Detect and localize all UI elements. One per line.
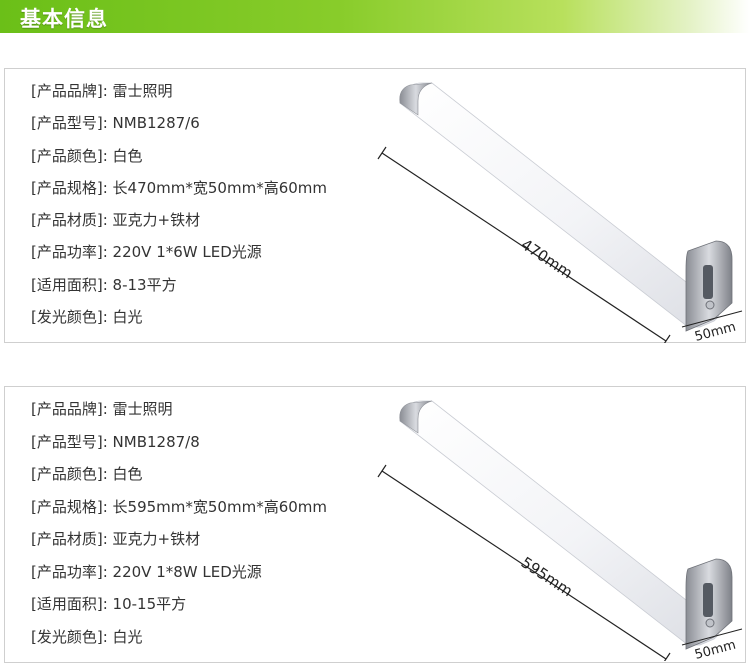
spec-value: 亚克力+铁材: [107, 530, 201, 548]
spec-row-light-color: [发光颜色]: 白光: [31, 625, 327, 658]
lamp-illustration: 595mm 50mm: [377, 400, 743, 661]
length-dimension-line: [381, 470, 667, 660]
spec-value: 220V 1*8W LED光源: [107, 562, 262, 581]
spec-value: 8-13平方: [107, 275, 177, 294]
bracket-slot: [703, 265, 713, 299]
length-dimension-label: 470mm: [518, 235, 576, 282]
product-card-1: [产品品牌]: 雷士照明 [产品型号]: NMB1287/6 [产品颜色]: 白…: [4, 68, 746, 343]
spec-value: 亚克力+铁材: [107, 211, 201, 230]
spec-list: [产品品牌]: 雷士照明 [产品型号]: NMB1287/8 [产品颜色]: 白…: [31, 397, 327, 657]
spec-row-brand: [产品品牌]: 雷士照明: [31, 79, 327, 111]
spec-list: [产品品牌]: 雷士照明 [产品型号]: NMB1287/6 [产品颜色]: 白…: [31, 79, 327, 337]
length-dimension-line: [381, 152, 667, 342]
bracket-slot: [703, 583, 713, 617]
spec-key: [产品颜色]:: [31, 465, 108, 483]
spec-value: 白色: [107, 465, 143, 483]
spec-row-color: [产品颜色]: 白色: [31, 462, 327, 495]
spec-row-area: [适用面积]: 8-13平方: [31, 273, 327, 305]
spec-value: 长595mm*宽50mm*高60mm: [107, 497, 328, 516]
section-header-bar: 基本信息: [0, 0, 750, 33]
spec-key: [发光颜色]:: [31, 308, 108, 327]
spec-key: [产品功率]:: [31, 243, 108, 262]
spec-key: [适用面积]:: [31, 595, 108, 613]
spec-row-color: [产品颜色]: 白色: [31, 144, 327, 176]
spec-key: [产品品牌]:: [31, 82, 108, 100]
bracket-screw: [705, 300, 715, 310]
spec-row-material: [产品材质]: 亚克力+铁材: [31, 208, 327, 240]
spec-value: 白色: [107, 146, 143, 165]
bracket-screw: [705, 618, 715, 628]
spec-key: [发光颜色]:: [31, 627, 108, 646]
spec-key: [产品规格]:: [31, 178, 108, 197]
spec-key: [产品型号]:: [31, 432, 108, 451]
lamp-end-cap-top: [399, 400, 433, 434]
spec-key: [产品颜色]:: [31, 146, 108, 165]
product-card-2: [产品品牌]: 雷士照明 [产品型号]: NMB1287/8 [产品颜色]: 白…: [4, 386, 746, 663]
width-dimension-line: [681, 628, 743, 646]
spec-key: [产品品牌]:: [31, 400, 108, 418]
spec-row-model: [产品型号]: NMB1287/8: [31, 430, 327, 463]
spec-value: NMB1287/8: [107, 432, 200, 451]
spec-row-brand: [产品品牌]: 雷士照明: [31, 397, 327, 430]
spec-key: [产品规格]:: [31, 497, 108, 516]
spec-value: 220V 1*6W LED光源: [107, 243, 262, 262]
spec-row-size: [产品规格]: 长595mm*宽50mm*高60mm: [31, 495, 327, 528]
lamp-end-cap-top: [399, 82, 433, 116]
spec-value: 10-15平方: [107, 595, 187, 613]
lamp-body: [399, 82, 720, 328]
lamp-illustration: 470mm 50mm: [377, 82, 743, 343]
spec-key: [产品功率]:: [31, 562, 108, 581]
spec-row-power: [产品功率]: 220V 1*8W LED光源: [31, 560, 327, 593]
spec-value: NMB1287/6: [107, 114, 200, 133]
spec-value: 白光: [107, 627, 143, 646]
spec-row-area: [适用面积]: 10-15平方: [31, 592, 327, 625]
spec-value: 白光: [107, 308, 143, 327]
spec-row-material: [产品材质]: 亚克力+铁材: [31, 527, 327, 560]
spec-key: [产品材质]:: [31, 211, 108, 230]
spec-value: 雷士照明: [107, 400, 173, 418]
spec-row-light-color: [发光颜色]: 白光: [31, 305, 327, 337]
section-title: 基本信息: [20, 7, 108, 31]
spec-key: [产品材质]:: [31, 530, 108, 548]
spec-key: [适用面积]:: [31, 275, 108, 294]
lamp-body: [399, 400, 720, 646]
width-dimension-line: [681, 310, 743, 328]
spec-row-power: [产品功率]: 220V 1*6W LED光源: [31, 240, 327, 272]
spec-row-size: [产品规格]: 长470mm*宽50mm*高60mm: [31, 176, 327, 208]
length-dimension-label: 595mm: [518, 553, 576, 600]
spec-row-model: [产品型号]: NMB1287/6: [31, 111, 327, 143]
spec-value: 雷士照明: [107, 82, 173, 100]
spec-key: [产品型号]:: [31, 114, 108, 133]
spec-value: 长470mm*宽50mm*高60mm: [107, 178, 328, 197]
